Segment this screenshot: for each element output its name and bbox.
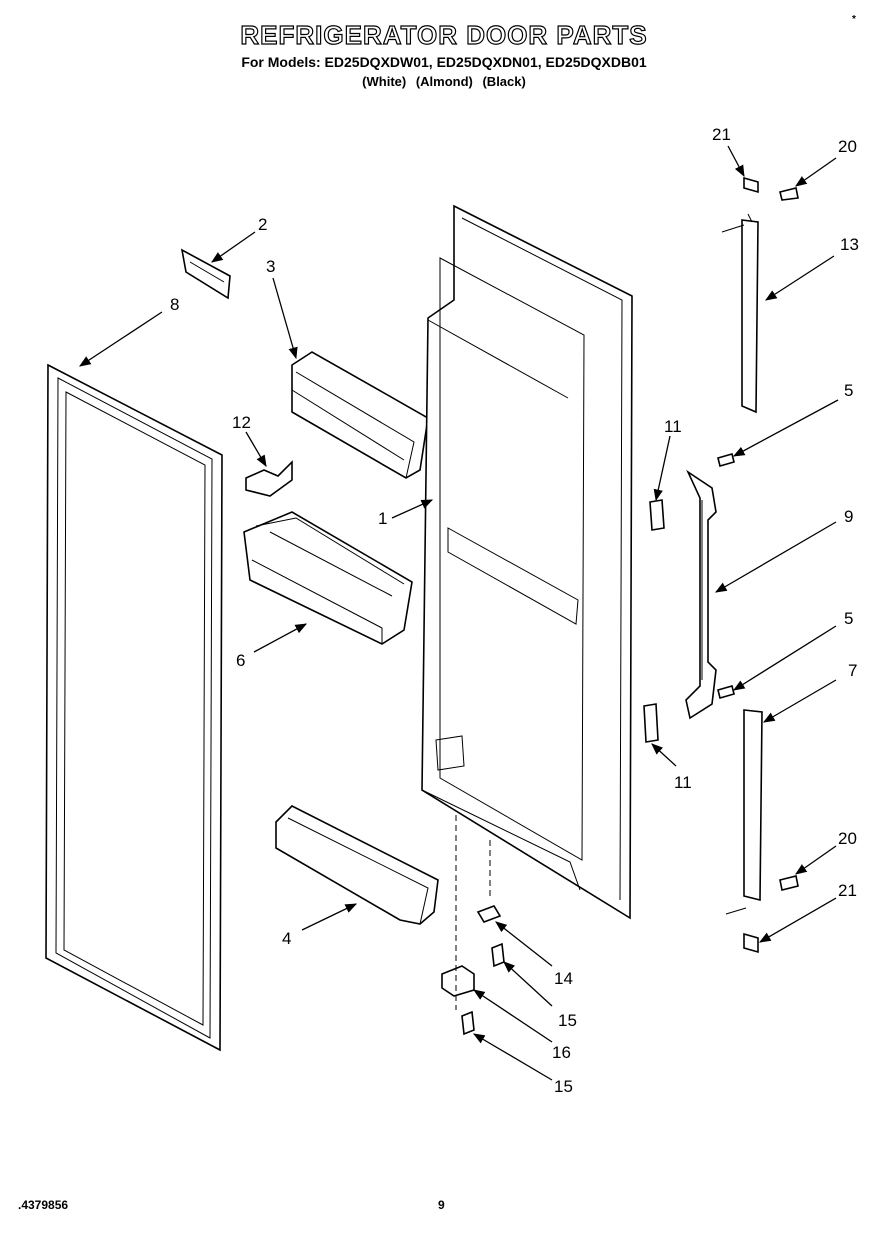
handle-part-9 [685,469,717,720]
trim-hardware-lower [725,709,799,954]
callout-3: 3 [266,257,275,276]
trim-hardware-upper [721,176,799,414]
bracket-part-12 [245,460,293,497]
callout-13: 13 [840,235,859,254]
hinge-cover-part-11 [643,499,665,743]
callout-21-lower: 21 [838,881,857,900]
callout-20-lower: 20 [838,829,857,848]
callout-21-upper: 21 [712,125,731,144]
page-number: 9 [438,1198,445,1212]
dairy-door-part-3 [291,351,429,479]
lower-bin-part-4 [275,805,439,925]
model-list: For Models: ED25DQXDW01, ED25DQXDN01, ED… [241,54,647,70]
callout-6: 6 [236,651,245,670]
callout-12: 12 [232,413,251,432]
callout-9: 9 [844,507,853,526]
hinge-hardware [441,815,505,1036]
callout-7: 7 [848,661,857,680]
document-number: .4379856 [18,1198,69,1212]
callout-1: 1 [378,509,387,528]
callout-5-upper: 5 [844,381,853,400]
callout-15-upper: 15 [558,1011,577,1030]
model-colors: (White) (Almond) (Black) [362,74,526,89]
callout-4: 4 [282,929,291,948]
door-gasket-part-8 [45,363,223,1052]
callout-8: 8 [170,295,179,314]
callout-16: 16 [552,1043,571,1062]
callout-2: 2 [258,215,267,234]
callout-11-lower: 11 [674,773,692,792]
door-liner-part-1 [421,204,633,920]
clip-part-2 [180,248,231,300]
callout-labels: 1 2 3 4 5 5 6 7 8 9 11 11 12 13 14 15 16… [170,125,859,1096]
screws-part-5 [717,453,735,699]
callout-15-lower: 15 [554,1077,573,1096]
callout-11-upper: 11 [664,417,682,436]
callout-5-lower: 5 [844,609,853,628]
callout-14: 14 [554,969,573,988]
callout-leaders [79,145,839,1081]
door-bin-part-6 [243,511,413,645]
page-title: REFRIGERATOR DOOR PARTS [240,19,648,50]
callout-20-upper: 20 [838,137,857,156]
corner-mark: * [852,14,856,25]
